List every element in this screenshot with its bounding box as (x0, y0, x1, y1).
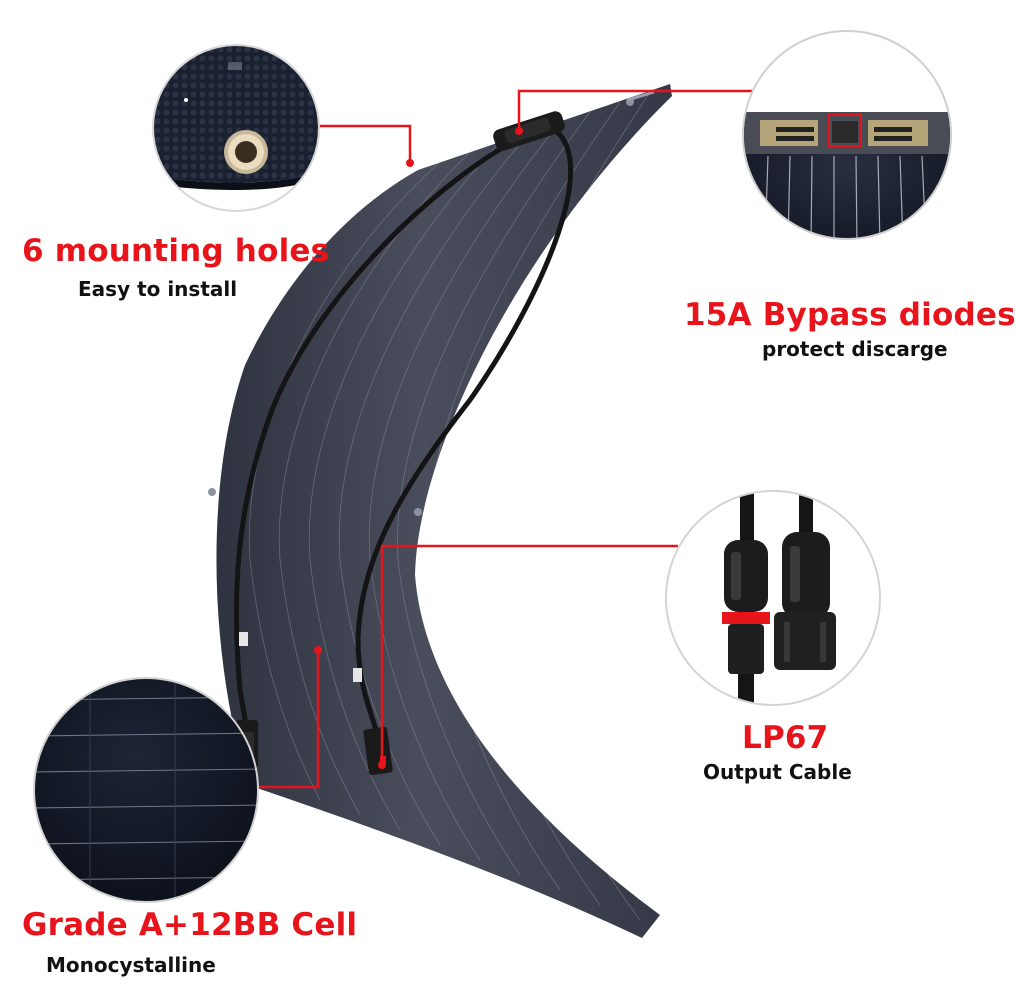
mounting-holes-subtitle: Easy to install (78, 277, 238, 301)
solar-cell-detail (33, 677, 259, 903)
output-cable-subtitle: Output Cable (703, 760, 852, 784)
callout-leaders (255, 89, 755, 789)
mounting-hole (208, 488, 216, 496)
mounting-hole-detail (152, 44, 320, 212)
mounting-hole (414, 508, 422, 516)
junction-box (493, 111, 565, 151)
bypass-diodes-title: 15A Bypass diodes (684, 297, 1016, 333)
panel-label-strip (627, 90, 655, 102)
panel-body (216, 84, 672, 938)
cell-type-subtitle: Monocystalline (46, 953, 216, 977)
callout-dots (314, 127, 523, 769)
mounting-holes-title: 6 mounting holes (22, 233, 330, 269)
cell-grade-title: Grade A+12BB Cell (22, 907, 358, 943)
output-connector-detail (665, 490, 881, 706)
flexible-solar-panel (208, 84, 672, 938)
bypass-diodes-subtitle: protect discarge (762, 337, 948, 361)
output-cable-title: LP67 (742, 720, 829, 756)
bypass-diode-detail (742, 30, 952, 240)
